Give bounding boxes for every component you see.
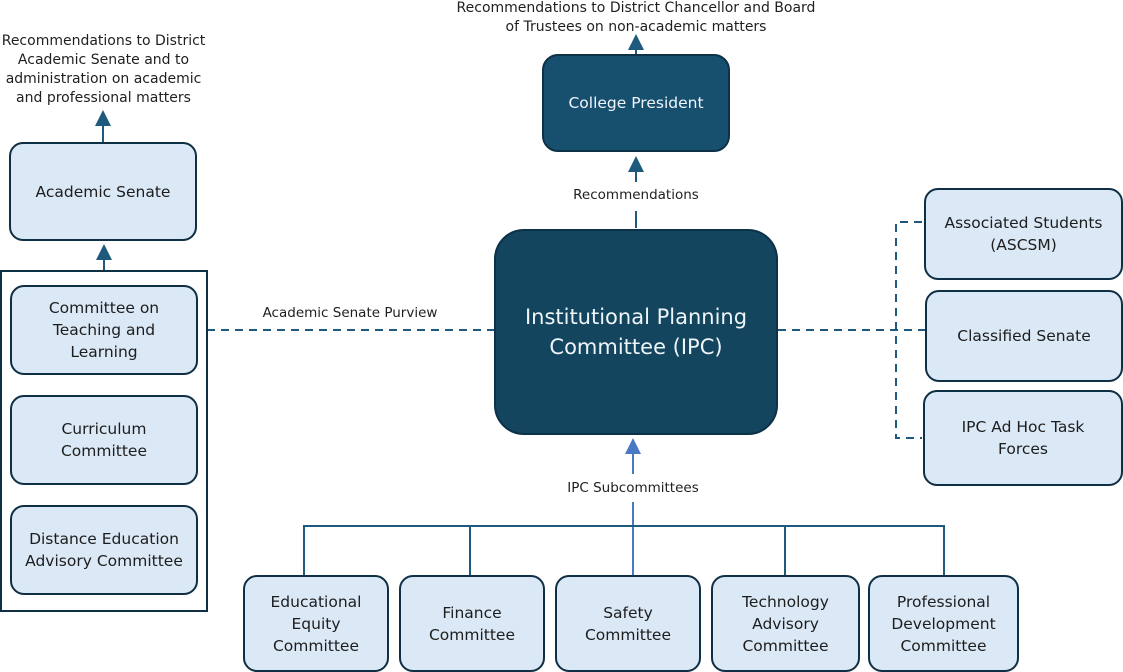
subcommittee-bus [303,525,945,576]
president-recommendations-note: Recommendations to District Chancellor a… [456,0,816,35]
senate-recommendations-note: Recommendations to District Academic Sen… [1,33,206,106]
associated-students-box: Associated Students (ASCSM) [924,188,1123,280]
academic-senate-box: Academic Senate [9,142,197,241]
technology-advisory-committee: Technology Advisory Committee [711,575,860,672]
ipc-subcommittees-label: IPC Subcommittees [567,480,699,496]
curriculum-committee: Curriculum Committee [10,395,198,485]
right-bracket-dashed [895,221,922,439]
distance-education-committee: Distance Education Advisory Committee [10,505,198,595]
academic-senate-purview-label: Academic Senate Purview [262,305,438,321]
educational-equity-committee: Educational Equity Committee [243,575,389,672]
ipc-box: Institutional Planning Committee (IPC) [494,229,778,435]
college-president-box: College President [542,54,730,152]
professional-development-committee: Professional Development Committee [868,575,1019,672]
classified-senate-box: Classified Senate [925,290,1123,382]
safety-committee: Safety Committee [555,575,701,672]
ipc-ad-hoc-box: IPC Ad Hoc Task Forces [923,390,1123,486]
committee-teaching-learning: Committee on Teaching and Learning [10,285,198,375]
recommendations-label: Recommendations [573,187,699,203]
academic-senate-committees-group [0,270,208,612]
finance-committee: Finance Committee [399,575,545,672]
